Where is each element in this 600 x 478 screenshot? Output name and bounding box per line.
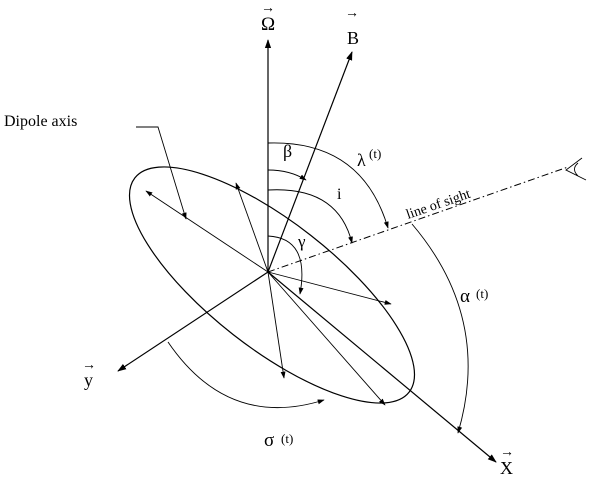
dipole-vector (235, 182, 269, 273)
y-axis-label: y (84, 370, 93, 390)
alpha-angle-arc (411, 223, 469, 434)
alpha-label: α (460, 286, 470, 307)
line-of-sight-line (267, 166, 569, 273)
sigma-subscript: (t) (281, 431, 293, 446)
dipole-vector (267, 271, 286, 379)
lambda-angle-arc (267, 142, 389, 229)
x-axis-label: X (500, 458, 513, 478)
b-field-vector (267, 51, 353, 273)
lambda-label: λ (357, 150, 366, 170)
inclination-label: i (337, 186, 342, 203)
omega-label: Ω (261, 14, 275, 35)
omega-vector-arrow: → (261, 1, 275, 16)
dipole-vector (267, 271, 392, 305)
b-vector-arrow: → (345, 6, 359, 21)
gamma-angle-arc (267, 235, 304, 295)
dipole-disk-ellipse (128, 166, 416, 404)
dipole-vector (145, 190, 269, 273)
y-vector-arrow: → (82, 358, 96, 373)
observer-eye-icon (565, 157, 587, 181)
dipole-axis-label: Dipole axis (4, 113, 77, 130)
beta-angle-arc (267, 169, 307, 181)
sigma-angle-arc (167, 341, 325, 408)
inclination-angle-arc (267, 189, 353, 244)
y-axis-vector (117, 271, 269, 372)
dipole-vector (267, 271, 386, 406)
beta-label: β (283, 141, 292, 161)
line-of-sight-label: line of sight (404, 187, 472, 223)
lambda-superscript: (t) (369, 146, 381, 161)
sigma-label: σ (264, 430, 274, 451)
dipole-axis-leader (136, 126, 187, 220)
alpha-superscript: (t) (476, 286, 488, 301)
x-vector-arrow: → (500, 445, 514, 460)
gamma-label: γ (297, 232, 306, 251)
b-field-label: B (347, 28, 359, 48)
